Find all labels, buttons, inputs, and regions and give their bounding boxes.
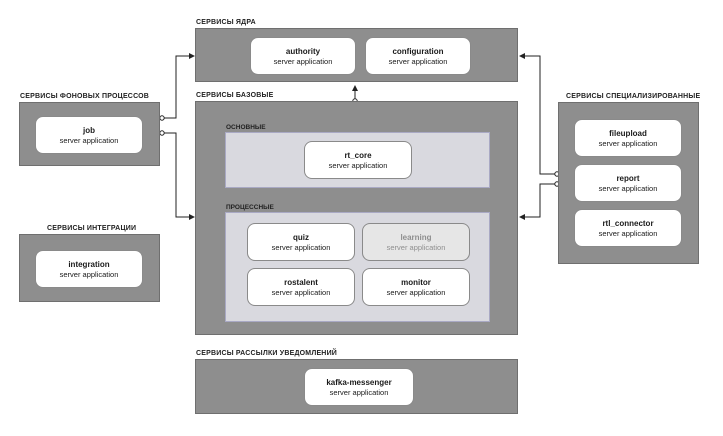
notification-services-group: kafka-messenger server application bbox=[195, 359, 518, 414]
node-name: rt_core bbox=[344, 150, 372, 160]
node-type: server application bbox=[273, 56, 333, 66]
integration-services-group: integration server application bbox=[19, 234, 160, 302]
node-type: server application bbox=[271, 242, 331, 252]
node-type: server application bbox=[388, 56, 448, 66]
notifications-group-title: СЕРВИСЫ РАССЫЛКИ УВЕДОМЛЕНИЙ bbox=[196, 350, 338, 357]
node-report[interactable]: report server application bbox=[574, 164, 682, 202]
node-type: server application bbox=[328, 160, 388, 170]
process-subgroup: quiz server application learning server … bbox=[225, 212, 490, 322]
connector-specialized-to-base bbox=[519, 183, 557, 220]
node-quiz[interactable]: quiz server application bbox=[247, 223, 355, 261]
base-services-group: ОСНОВНЫЕ rt_core server application ПРОЦ… bbox=[195, 101, 518, 335]
node-rt-core[interactable]: rt_core server application bbox=[304, 141, 412, 179]
integration-group-title: СЕРВИСЫ ИНТЕГРАЦИИ bbox=[47, 225, 137, 232]
node-type: server application bbox=[598, 228, 658, 238]
node-name: report bbox=[616, 173, 640, 183]
node-name: quiz bbox=[293, 232, 309, 242]
core-group-title: СЕРВИСЫ ЯДРА bbox=[196, 19, 256, 26]
node-kafka-messenger[interactable]: kafka-messenger server application bbox=[304, 368, 414, 406]
node-type: server application bbox=[598, 183, 658, 193]
node-name: fileupload bbox=[609, 128, 647, 138]
node-name: integration bbox=[68, 259, 110, 269]
node-name: configuration bbox=[392, 46, 444, 56]
connector-origin bbox=[159, 130, 165, 136]
node-name: rostalent bbox=[284, 277, 318, 287]
specialized-group-title: СЕРВИСЫ СПЕЦИАЛИЗИРОВАННЫЕ bbox=[566, 93, 701, 100]
node-name: learning bbox=[400, 232, 432, 242]
connector-background-to-base bbox=[162, 132, 195, 220]
connector-origin bbox=[159, 115, 165, 121]
node-configuration[interactable]: configuration server application bbox=[365, 37, 471, 75]
node-name: job bbox=[83, 125, 95, 135]
node-type: server application bbox=[59, 269, 119, 279]
node-integration[interactable]: integration server application bbox=[35, 250, 143, 288]
node-rtl-connector[interactable]: rtl_connector server application bbox=[574, 209, 682, 247]
node-name: kafka-messenger bbox=[326, 377, 392, 387]
node-authority[interactable]: authority server application bbox=[250, 37, 356, 75]
node-type: server application bbox=[598, 138, 658, 148]
base-group-title: СЕРВИСЫ БАЗОВЫЕ bbox=[196, 92, 274, 99]
node-name: authority bbox=[285, 46, 321, 56]
node-rostalent[interactable]: rostalent server application bbox=[247, 268, 355, 306]
node-learning[interactable]: learning server application bbox=[362, 223, 470, 261]
connector-background-to-core bbox=[162, 53, 195, 119]
connector-specialized-to-core bbox=[519, 53, 557, 175]
node-type: server application bbox=[271, 287, 331, 297]
background-services-group: job server application bbox=[19, 102, 160, 166]
specialized-services-group: fileupload server application report ser… bbox=[558, 102, 699, 264]
core-services-group: authority server application configurati… bbox=[195, 28, 518, 82]
process-subgroup-title: ПРОЦЕССНЫЕ bbox=[226, 204, 274, 211]
node-job[interactable]: job server application bbox=[35, 116, 143, 154]
node-type: server application bbox=[329, 387, 389, 397]
node-name: rtl_connector bbox=[602, 218, 654, 228]
node-monitor[interactable]: monitor server application bbox=[362, 268, 470, 306]
main-subgroup-title: ОСНОВНЫЕ bbox=[226, 124, 266, 131]
node-type: server application bbox=[386, 287, 446, 297]
background-group-title: СЕРВИСЫ ФОНОВЫХ ПРОЦЕССОВ bbox=[20, 93, 150, 100]
node-type: server application bbox=[59, 135, 119, 145]
node-type: server application bbox=[386, 242, 446, 252]
node-name: monitor bbox=[401, 277, 431, 287]
main-subgroup: rt_core server application bbox=[225, 132, 490, 188]
node-fileupload[interactable]: fileupload server application bbox=[574, 119, 682, 157]
